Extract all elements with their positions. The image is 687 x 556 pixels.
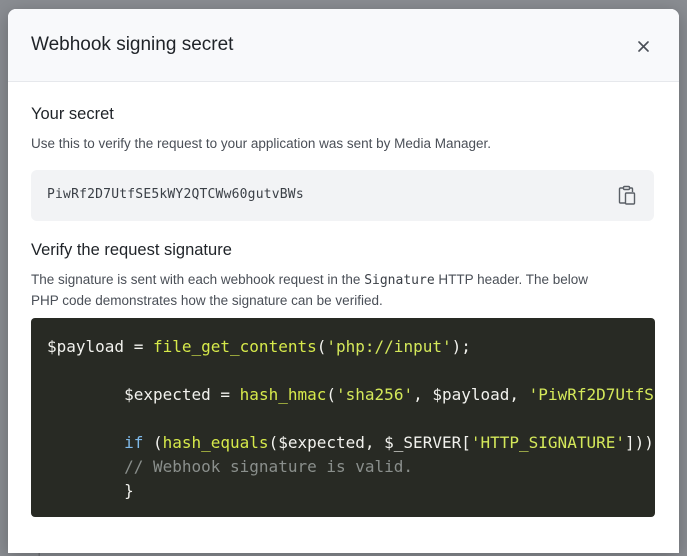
php-code-block: $payload = file_get_contents('php://inpu… <box>31 318 655 517</box>
code-line-1: $payload = file_get_contents('php://inpu… <box>47 337 471 356</box>
code-token: file_get_contents <box>152 337 317 356</box>
code-token: $payload <box>47 337 125 356</box>
code-token: = <box>124 337 153 356</box>
webhook-secret-modal: Webhook signing secret Your secret Use t… <box>8 9 679 553</box>
code-token <box>47 481 124 500</box>
code-line-3: if (hash_equals($expected, $_SERVER['HTT… <box>47 433 654 452</box>
copy-button[interactable] <box>618 185 638 207</box>
code-comment: // Webhook signature is valid. <box>124 457 414 476</box>
code-token: hash_hmac <box>239 385 327 404</box>
modal-header: Webhook signing secret <box>8 9 679 82</box>
code-token: hash_equals <box>162 433 269 452</box>
secret-box: PiwRf2D7UtfSE5kWY2QTCWw60gutvBWs <box>31 170 654 221</box>
close-icon <box>637 40 649 52</box>
secret-heading: Your secret <box>31 105 114 123</box>
verify-description-line2: PHP code demonstrates how the signature … <box>31 293 383 308</box>
code-token: } <box>124 481 134 500</box>
close-button[interactable] <box>633 36 653 56</box>
signature-header-name: Signature <box>364 273 435 288</box>
verify-description-part2: HTTP header. The below <box>434 272 588 287</box>
secret-description: Use this to verify the request to your a… <box>31 136 491 151</box>
code-token: ( <box>143 433 163 452</box>
verify-description-part1: The signature is sent with each webhook … <box>31 272 365 287</box>
code-token: 'sha256' <box>336 385 414 404</box>
code-token: , $payload, <box>413 385 529 404</box>
code-token: ($expected, $_SERVER[ <box>268 433 471 452</box>
code-token: $expected <box>124 385 211 404</box>
verify-description: The signature is sent with each webhook … <box>31 270 588 311</box>
code-token: if <box>124 433 144 452</box>
code-token <box>47 385 124 404</box>
code-line-5: } <box>47 481 134 500</box>
code-token: ])) <box>624 433 654 452</box>
code-token: 'HTTP_SIGNATURE' <box>470 433 625 452</box>
verify-heading: Verify the request signature <box>31 241 232 259</box>
code-token: 'PiwRf2D7UtfSE <box>528 385 655 404</box>
secret-value[interactable]: PiwRf2D7UtfSE5kWY2QTCWw60gutvBWs <box>47 187 304 202</box>
code-token <box>47 433 124 452</box>
code-token: ); <box>451 337 471 356</box>
code-token: ( <box>326 385 337 404</box>
code-line-2: $expected = hash_hmac('sha256', $payload… <box>47 385 655 404</box>
modal-title: Webhook signing secret <box>31 34 234 55</box>
code-token: 'php://input' <box>326 337 452 356</box>
code-token: ( <box>316 337 327 356</box>
code-token: = <box>210 385 240 404</box>
clipboard-copy-icon <box>618 185 636 205</box>
code-token <box>47 457 124 476</box>
code-line-4: // Webhook signature is valid. <box>47 457 413 476</box>
